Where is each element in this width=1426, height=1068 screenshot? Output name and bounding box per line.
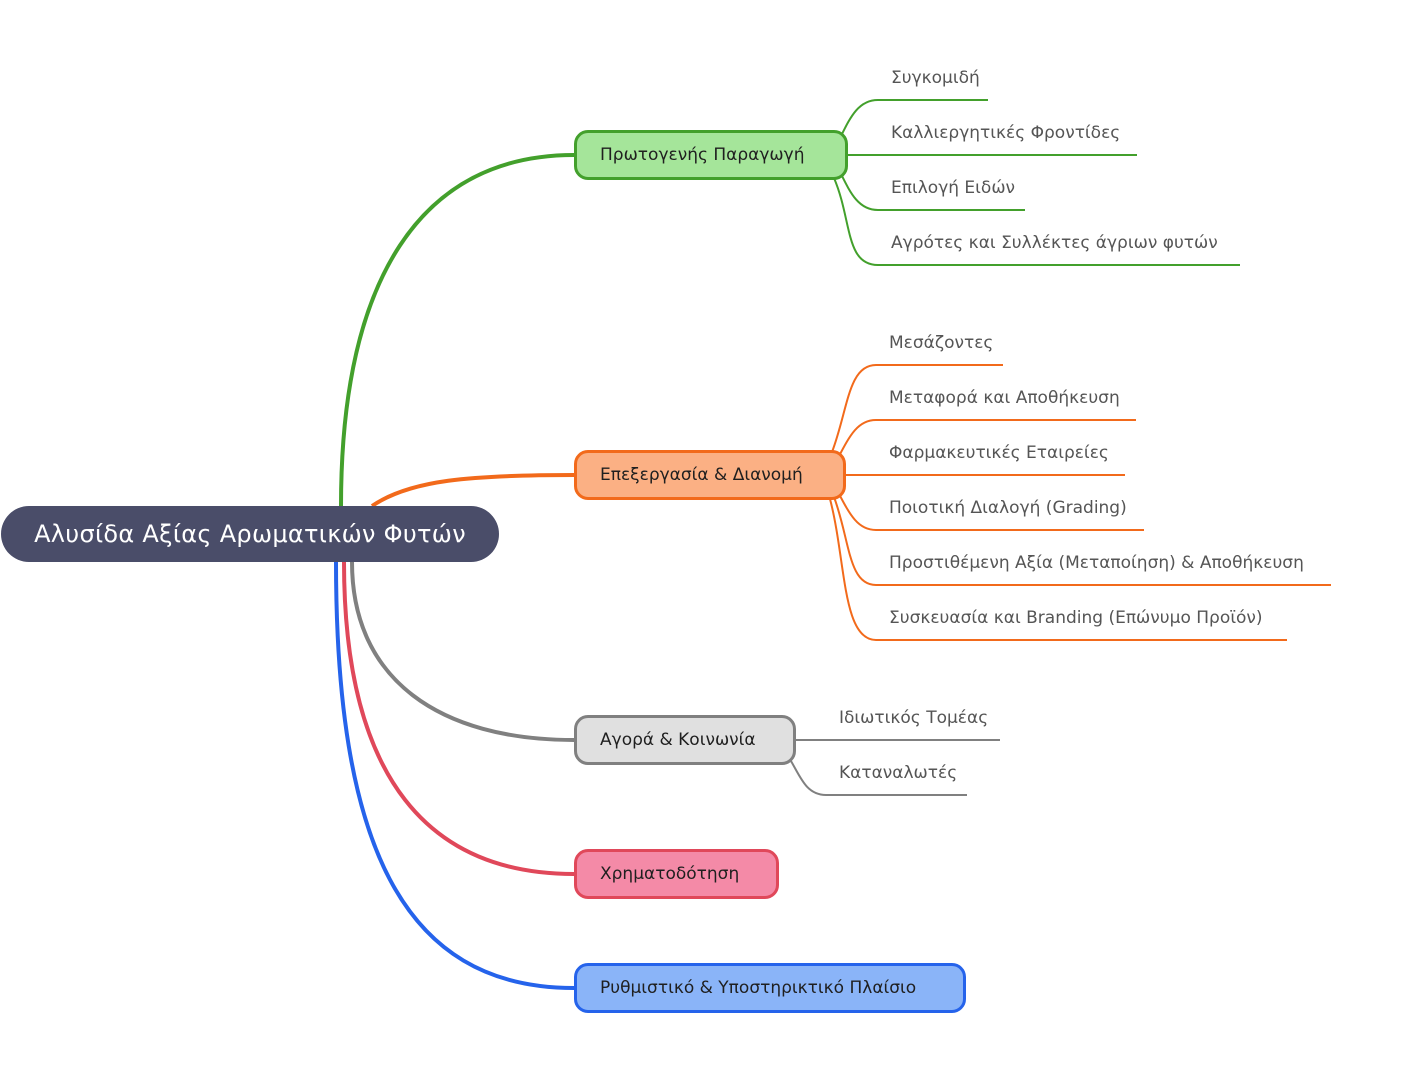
leaf-private-sector[interactable]: Ιδιωτικός Τομέας <box>839 708 989 728</box>
leaf-line <box>833 177 1240 266</box>
leaf-line <box>829 498 1287 641</box>
leaf-line <box>839 99 988 139</box>
edge-root-market-society <box>350 561 575 742</box>
leaf-added-value[interactable]: Προστιθέμενη Αξία (Μεταποίηση) & Αποθήκε… <box>889 553 1304 573</box>
leaf-farmers-collectors[interactable]: Αγρότες και Συλλέκτες άγριων φυτών <box>891 233 1218 253</box>
leaf-transport-storage[interactable]: Μεταφορά και Αποθήκευση <box>889 388 1120 408</box>
leaf-lines-market-society <box>787 739 1000 796</box>
edge-root-primary-production <box>339 153 575 507</box>
leaf-line <box>837 419 1136 459</box>
leaf-consumers[interactable]: Καταναλωτές <box>839 763 958 783</box>
leaf-harvest[interactable]: Συγκομιδή <box>891 68 980 88</box>
leaf-line <box>833 496 1331 586</box>
leaf-line <box>831 364 1003 453</box>
leaf-pharma-companies[interactable]: Φαρμακευτικές Εταιρείες <box>889 443 1109 463</box>
branch-market-society[interactable]: Αγορά & Κοινωνία <box>574 715 796 765</box>
leaf-quality-grading[interactable]: Ποιοτική Διαλογή (Grading) <box>889 498 1127 518</box>
edge-root-funding <box>342 561 575 876</box>
edge-root-regulatory-framework <box>334 561 575 990</box>
branch-processing-distribution[interactable]: Επεξεργασία & Διανομή <box>574 450 846 500</box>
leaf-species-selection[interactable]: Επιλογή Ειδών <box>891 178 1016 198</box>
leaf-line <box>839 171 1025 211</box>
leaf-lines-processing-distribution <box>829 364 1331 641</box>
leaf-lines-primary-production <box>833 99 1240 266</box>
leaf-cultivation-care[interactable]: Καλλιεργητικές Φροντίδες <box>891 123 1121 143</box>
leaf-line <box>787 755 967 796</box>
edge-root-processing-distribution <box>370 473 575 508</box>
branch-primary-production[interactable]: Πρωτογενής Παραγωγή <box>574 130 848 180</box>
root-node[interactable]: Αλυσίδα Αξίας Αρωματικών Φυτών <box>1 506 499 562</box>
branch-regulatory-framework[interactable]: Ρυθμιστικό & Υποστηρικτικό Πλαίσιο <box>574 963 966 1013</box>
leaf-line <box>837 491 1144 531</box>
branch-funding[interactable]: Χρηματοδότηση <box>574 849 779 899</box>
leaf-intermediaries[interactable]: Μεσάζοντες <box>889 333 994 353</box>
leaf-packaging-branding[interactable]: Συσκευασία και Branding (Επώνυμο Προϊόν) <box>889 608 1263 628</box>
